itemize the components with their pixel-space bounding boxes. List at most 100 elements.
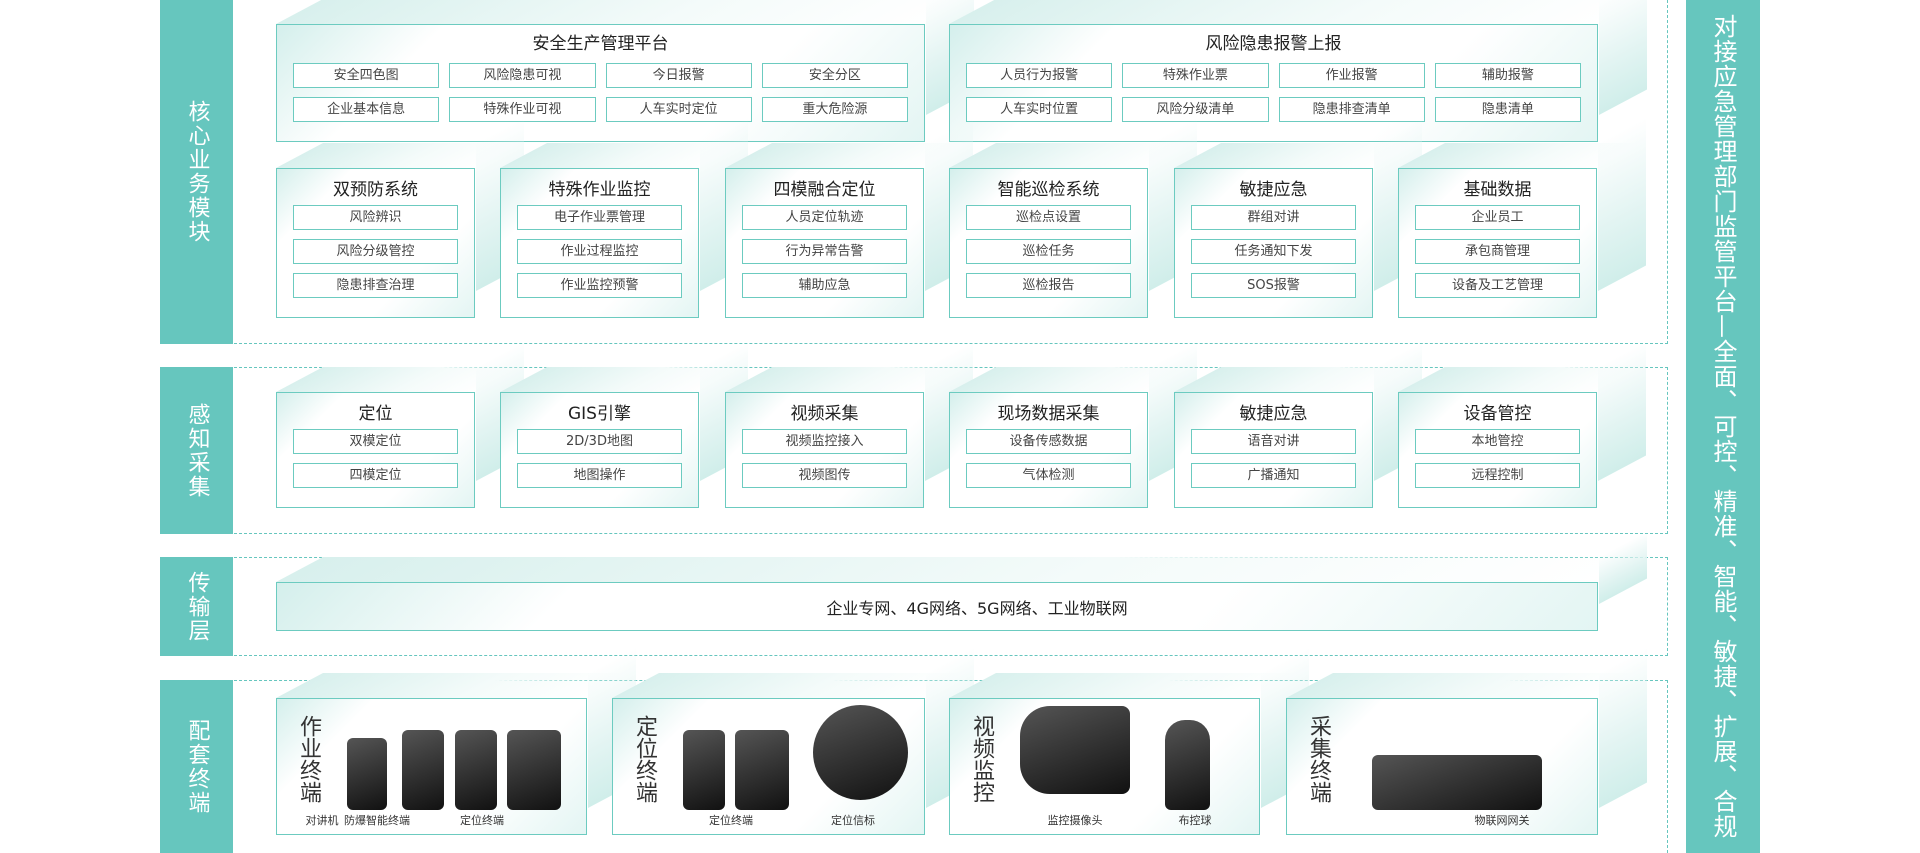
device-label: 定位信标 [831, 814, 875, 827]
core-modules-box: 敏捷应急群组对讲任务通知下发 SOS报警 [1174, 168, 1373, 318]
module-title: 基础数据 [1463, 180, 1532, 200]
locator-image [683, 730, 725, 810]
module-item[interactable]: 双模定位 [293, 429, 458, 454]
module-item[interactable]: 重大危险源 [761, 97, 908, 122]
module-item[interactable]: 群组对讲 [1191, 205, 1356, 230]
module-title: GIS引擎 [568, 404, 631, 424]
module-item[interactable]: 视频监控接入 [742, 429, 907, 454]
module-items: 设备传感数据气体检测 [950, 429, 1147, 488]
terminal-title: 作业终端 [296, 715, 321, 803]
camera-image [1020, 706, 1130, 794]
module-item[interactable]: 巡检报告 [966, 273, 1131, 298]
module-title: 风险隐患报警上报 [1205, 34, 1342, 54]
device-label: 物联网网关 [1474, 814, 1530, 827]
module-item[interactable]: 人车实时定位 [605, 97, 752, 122]
module-item[interactable]: 风险辨识 [293, 205, 458, 230]
device-label: 定位终端 [709, 814, 753, 827]
module-item[interactable]: 视频图传 [742, 463, 907, 488]
device-label: 定位终端 [460, 814, 504, 827]
module-items: 电子作业票管理作业过程监控作业监控预警 [501, 205, 698, 298]
device-label: 对讲机 [305, 814, 339, 827]
module-item[interactable]: 安全四色图 [293, 63, 440, 88]
ptz-ball-image [1165, 720, 1210, 810]
module-item[interactable]: 风险隐患可视 [449, 63, 596, 88]
perception-modules-box: 定位双模定位四模定位 [276, 392, 475, 508]
module-title: 定位 [358, 404, 393, 424]
module-items: 语音对讲广播通知 [1175, 429, 1372, 488]
module-items: 人员行为报警特殊作业票作业报警辅助报警人车实时位置风险分级清单隐患排查清单隐患清… [950, 63, 1597, 122]
module-item[interactable]: 语音对讲 [1191, 429, 1356, 454]
module-item[interactable]: 任务通知下发 [1191, 239, 1356, 264]
module-item[interactable]: 隐患排查清单 [1278, 97, 1425, 122]
layer-label-text: 配套终端 [184, 718, 210, 815]
gateway-image [1372, 755, 1542, 810]
module-items: 群组对讲任务通知下发 SOS报警 [1175, 205, 1372, 298]
module-item[interactable]: 隐患清单 [1434, 97, 1581, 122]
module-item[interactable]: 作业监控预警 [517, 273, 682, 298]
module-item[interactable]: 人员定位轨迹 [742, 205, 907, 230]
module-item[interactable]: 作业过程监控 [517, 239, 682, 264]
module-item[interactable]: 承包商管理 [1415, 239, 1580, 264]
module-items: 本地管控远程控制 [1399, 429, 1596, 488]
beacon-image [813, 705, 908, 800]
module-item[interactable]: 气体检测 [966, 463, 1131, 488]
module-title: 智能巡检系统 [997, 180, 1100, 200]
perception-modules-box: GIS引擎 2D/3D地图地图操作 [500, 392, 699, 508]
module-item[interactable]: 电子作业票管理 [517, 205, 682, 230]
layer-label-text: 传输层 [184, 570, 210, 643]
module-item[interactable]: 巡检点设置 [966, 205, 1131, 230]
module-item[interactable]: 地图操作 [517, 463, 682, 488]
rugged-phone-image [402, 730, 444, 810]
module-item[interactable]: 隐患排查治理 [293, 273, 458, 298]
module-title: 双预防系统 [333, 180, 418, 200]
module-item[interactable]: 设备传感数据 [966, 429, 1131, 454]
module-item[interactable]: 远程控制 [1415, 463, 1580, 488]
module-item[interactable]: 辅助应急 [742, 273, 907, 298]
perception-modules-box: 敏捷应急语音对讲广播通知 [1174, 392, 1373, 508]
module-item[interactable]: 广播通知 [1191, 463, 1356, 488]
right-banner-text: 对接应急管理部门监管平台—全面、可控、精准、智能、敏捷、扩展、合规 [1709, 14, 1737, 839]
module-item[interactable]: 2D/3D地图 [517, 429, 682, 454]
module-item[interactable]: 四模定位 [293, 463, 458, 488]
core-modules-box: 双预防系统风险辨识风险分级管控隐患排查治理 [276, 168, 475, 318]
module-item[interactable]: 今日报警 [605, 63, 752, 88]
core-top-box: 安全生产管理平台安全四色图风险隐患可视今日报警安全分区企业基本信息特殊作业可视人… [276, 24, 925, 142]
module-item[interactable]: 巡检任务 [966, 239, 1131, 264]
module-item[interactable]: 作业报警 [1278, 63, 1425, 88]
module-items: 视频监控接入视频图传 [726, 429, 923, 488]
module-items: 2D/3D地图地图操作 [501, 429, 698, 488]
module-item[interactable]: 人车实时位置 [966, 97, 1113, 122]
module-title: 现场数据采集 [997, 404, 1100, 424]
module-item[interactable]: SOS报警 [1191, 273, 1356, 298]
core-top-box: 风险隐患报警上报人员行为报警特殊作业票作业报警辅助报警人车实时位置风险分级清单隐… [949, 24, 1598, 142]
locator-image [507, 730, 561, 810]
module-item[interactable]: 行为异常告警 [742, 239, 907, 264]
layer-core [234, 0, 1668, 344]
device-label: 防爆智能终端 [344, 814, 410, 827]
module-item[interactable]: 辅助报警 [1434, 63, 1581, 88]
terminal-box: 采集终端物联网网关 [1286, 698, 1598, 835]
core-modules-box: 四模融合定位人员定位轨迹行为异常告警辅助应急 [725, 168, 924, 318]
module-item[interactable]: 特殊作业票 [1122, 63, 1269, 88]
locator-image [455, 730, 497, 810]
layer-label-text: 感知采集 [184, 402, 210, 499]
module-item[interactable]: 人员行为报警 [966, 63, 1113, 88]
layer-label-perception: 感知采集 [160, 367, 233, 534]
layer-label-terminals: 配套终端 [160, 680, 233, 853]
module-items: 双模定位四模定位 [277, 429, 474, 488]
module-item[interactable]: 设备及工艺管理 [1415, 273, 1580, 298]
module-title: 四模融合定位 [773, 180, 876, 200]
module-item[interactable]: 企业员工 [1415, 205, 1580, 230]
locator-image [735, 730, 789, 810]
module-title: 敏捷应急 [1239, 404, 1308, 424]
module-item[interactable]: 企业基本信息 [293, 97, 440, 122]
module-items: 巡检点设置巡检任务巡检报告 [950, 205, 1147, 298]
module-item[interactable]: 本地管控 [1415, 429, 1580, 454]
module-item[interactable]: 安全分区 [761, 63, 908, 88]
module-title: 安全生产管理平台 [532, 34, 669, 54]
module-item[interactable]: 风险分级管控 [293, 239, 458, 264]
layer-label-transport: 传输层 [160, 557, 233, 656]
module-title: 敏捷应急 [1239, 180, 1308, 200]
perception-modules-box: 设备管控本地管控远程控制 [1398, 392, 1597, 508]
module-items: 企业员工承包商管理设备及工艺管理 [1399, 205, 1596, 298]
